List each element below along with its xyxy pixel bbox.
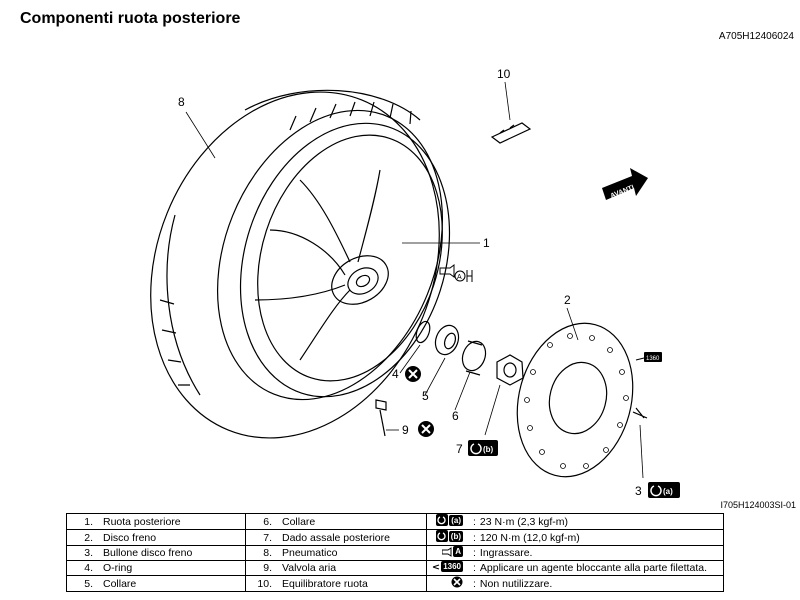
legend-number: 7.	[245, 529, 278, 546]
legend-number: 4.	[66, 560, 99, 576]
callout-1: 1	[483, 236, 490, 250]
callout-9: 9	[402, 423, 409, 437]
wheel-balancer-part	[490, 122, 532, 144]
collar-6-part	[461, 340, 487, 376]
callout-3: 3	[635, 484, 642, 498]
figure-id: I705H124003SI-01	[720, 500, 796, 510]
threadlock-icon: 1360	[432, 561, 463, 573]
callout-8: 8	[178, 95, 185, 109]
legend-part-name: Valvola aria	[278, 560, 427, 576]
legend-symbol-description: :Applicare un agente bloccante alla part…	[465, 560, 724, 576]
wheel-rim	[239, 122, 451, 398]
torque-b-icon: (b)	[435, 530, 463, 542]
legend-number: 5.	[66, 575, 99, 592]
callout-2: 2	[564, 293, 571, 307]
legend-symbol: A	[426, 545, 465, 561]
callout-6: 6	[452, 409, 459, 423]
callout-10: 10	[497, 67, 511, 81]
svg-text:A: A	[457, 274, 462, 281]
page-title: Componenti ruota posteriore	[20, 10, 241, 27]
legend-part-name: Collare	[278, 513, 427, 530]
legend-number: 3.	[66, 545, 99, 561]
grease-icon: A	[442, 546, 463, 558]
air-valve-part	[375, 399, 387, 437]
front-arrow-icon: AVANTI	[602, 168, 648, 200]
torque-a-icon: (a)	[436, 514, 463, 526]
leader-lines	[185, 81, 644, 479]
no-reuse-icon-4	[405, 366, 421, 382]
legend-part-name: Pneumatico	[278, 545, 427, 561]
callout-4: 4	[392, 367, 399, 381]
legend-symbol: (a)	[426, 513, 465, 530]
disc-bolt-part	[632, 407, 648, 419]
legend-part-name: O-ring	[99, 560, 246, 576]
torque-a-icon: (a)	[648, 482, 680, 498]
legend-number: 8.	[245, 545, 278, 561]
svg-text:(b): (b)	[483, 445, 494, 454]
legend-part-name: Collare	[99, 575, 246, 592]
callout-5: 5	[422, 389, 429, 403]
grease-symbol-icon: A	[439, 264, 473, 282]
wheel-hub	[331, 255, 389, 305]
legend-symbol-description: :23 N·m (2,3 kgf-m)	[465, 513, 724, 530]
legend-symbol	[426, 575, 465, 592]
no-reuse-icon	[451, 576, 463, 588]
svg-text:(a): (a)	[663, 487, 673, 496]
brake-disc-part	[516, 322, 634, 478]
exploded-diagram: AVANTI A 1360 (b) (a) 8 10 1 2 4	[150, 67, 680, 498]
legend-symbol-description: :120 N·m (12,0 kgf-m)	[465, 529, 724, 546]
torque-b-icon: (b)	[468, 440, 498, 456]
legend-number: 1.	[66, 513, 99, 530]
axle-nut-part	[496, 354, 524, 386]
legend-part-name: Bullone disco freno	[99, 545, 246, 561]
legend-part-name: Dado assale posteriore	[278, 529, 427, 546]
document-id: A705H12406024	[718, 31, 794, 42]
legend-part-name: Equilibratore ruota	[278, 575, 427, 592]
legend-number: 10.	[245, 575, 278, 592]
legend-number: 2.	[66, 529, 99, 546]
no-reuse-icon-9	[418, 421, 434, 437]
legend-symbol: 1360	[426, 560, 465, 576]
callout-7: 7	[456, 442, 463, 456]
legend-part-name: Disco freno	[99, 529, 246, 546]
tire-outline	[150, 89, 444, 439]
o-ring-part	[415, 320, 431, 344]
legend-number: 9.	[245, 560, 278, 576]
legend-symbol: (b)	[426, 529, 465, 546]
collar-5-part	[434, 324, 460, 356]
legend-symbol-description: :Ingrassare.	[465, 545, 724, 561]
legend-part-name: Ruota posteriore	[99, 513, 246, 530]
legend-symbol-description: :Non nutilizzare.	[465, 575, 724, 592]
legend-number: 6.	[245, 513, 278, 530]
threadlock-symbol-icon: 1360	[635, 352, 662, 362]
svg-text:1360: 1360	[646, 356, 660, 362]
